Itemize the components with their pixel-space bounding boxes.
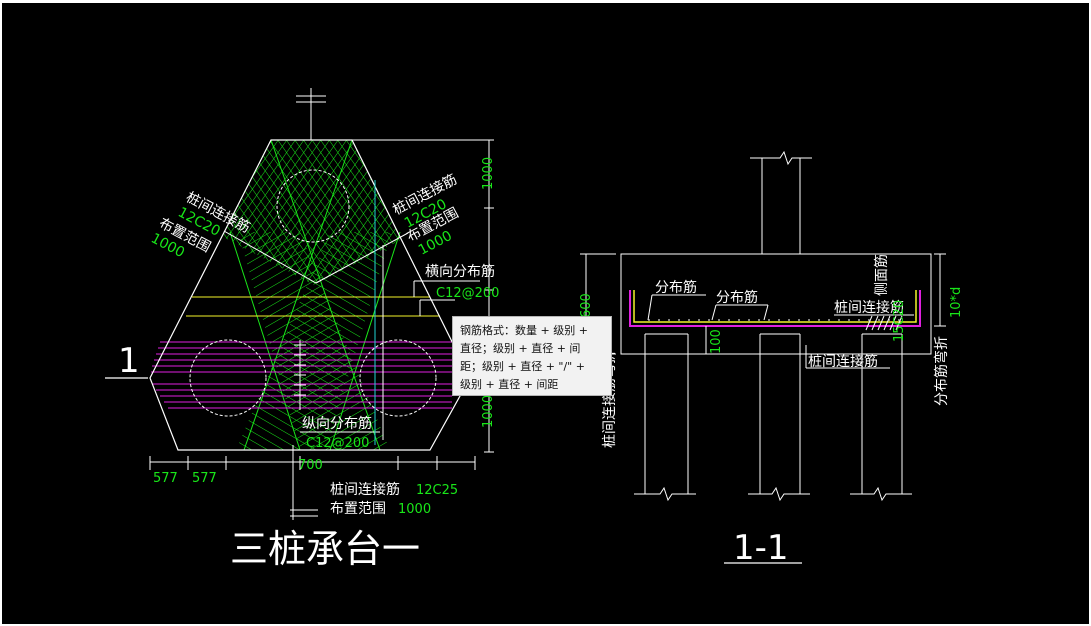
transverse-spec: C12@200 <box>436 286 499 301</box>
section-side-spec: 15C20 <box>892 300 907 342</box>
distribution-bars <box>151 341 452 409</box>
pile-cap-plan[interactable] <box>105 88 494 520</box>
bottom-conn-name: 桩间连接筋 <box>330 481 400 498</box>
section-outline <box>620 150 932 502</box>
dim-right-top-group: 1000 <box>481 157 496 190</box>
section-side-label: 侧面筋 <box>873 254 890 296</box>
section-dim100-group: 100 <box>709 329 724 354</box>
tooltip-line-2: 直径；级别 + 直径 + 间 <box>460 342 581 355</box>
dim-right-bottom-group: 1000 <box>481 395 496 428</box>
bottom-range-value: 1000 <box>398 502 431 517</box>
bottom-range-label: 布置范围 <box>330 500 386 517</box>
section-view[interactable] <box>580 150 946 564</box>
dim-right-top: 1000 <box>481 157 496 190</box>
pile-left <box>189 339 267 417</box>
section-leaders <box>647 294 914 369</box>
tooltip-line-3: 距；级别 + 直径 + "/" + <box>460 360 585 373</box>
section-side-group: 侧面筋 15C20 <box>873 254 907 342</box>
section-magenta-bar <box>629 290 921 327</box>
section-dist2: 分布筋 <box>716 289 758 306</box>
dim-right <box>352 139 494 453</box>
transverse-name: 横向分布筋 <box>425 263 495 280</box>
longitudinal-name: 纵向分布筋 <box>302 415 372 432</box>
tooltip-line-1: 钢筋格式：数量 + 级别 + <box>460 324 588 337</box>
section-bend-group: 分布筋弯折 <box>933 336 950 406</box>
dim-right-bottom: 1000 <box>481 395 496 428</box>
section-dim-100: 100 <box>709 329 724 354</box>
leader-lines <box>223 230 480 433</box>
plan-title: 三桩承台一 <box>230 527 420 571</box>
axis-lines <box>290 88 326 520</box>
section-dist1: 分布筋 <box>655 279 697 296</box>
tooltip-line-4: 级别 + 直径 + 间距 <box>460 378 559 391</box>
section-mark-label: 1 <box>118 341 140 381</box>
band-outlines <box>229 139 401 451</box>
section-left-dim-group: 600 <box>579 293 594 318</box>
section-bend-len: 10*d <box>949 287 964 318</box>
dim-577-b: 577 <box>192 471 217 486</box>
section-conn: 桩间连接筋 <box>834 299 904 316</box>
bottom-conn-spec: 12C25 <box>416 483 458 498</box>
section-left-dim: 600 <box>579 293 594 318</box>
section-right-dims <box>934 253 946 327</box>
pile-top <box>276 169 350 243</box>
section-bend-label: 分布筋弯折 <box>933 336 950 406</box>
side-bar-hatch <box>865 315 903 331</box>
longitudinal-spec: C12@200 <box>306 436 369 451</box>
section-title: 1-1 <box>733 528 789 568</box>
column-break-mark <box>294 340 306 410</box>
dim-577-a: 577 <box>153 471 178 486</box>
transverse-bars <box>186 296 440 317</box>
pile-right <box>359 339 437 417</box>
dim-700: 700 <box>298 458 323 473</box>
rebar-band-top <box>212 140 414 285</box>
section-bend-len-group: 10*d <box>949 287 964 318</box>
section-conn-bottom: 桩间连接筋 <box>808 353 878 370</box>
rebar-format-tooltip: 钢筋格式：数量 + 级别 + 直径；级别 + 直径 + 间 距；级别 + 直径 … <box>452 316 612 396</box>
dim-bottom <box>149 456 476 470</box>
section-yellow-bar <box>633 290 917 323</box>
